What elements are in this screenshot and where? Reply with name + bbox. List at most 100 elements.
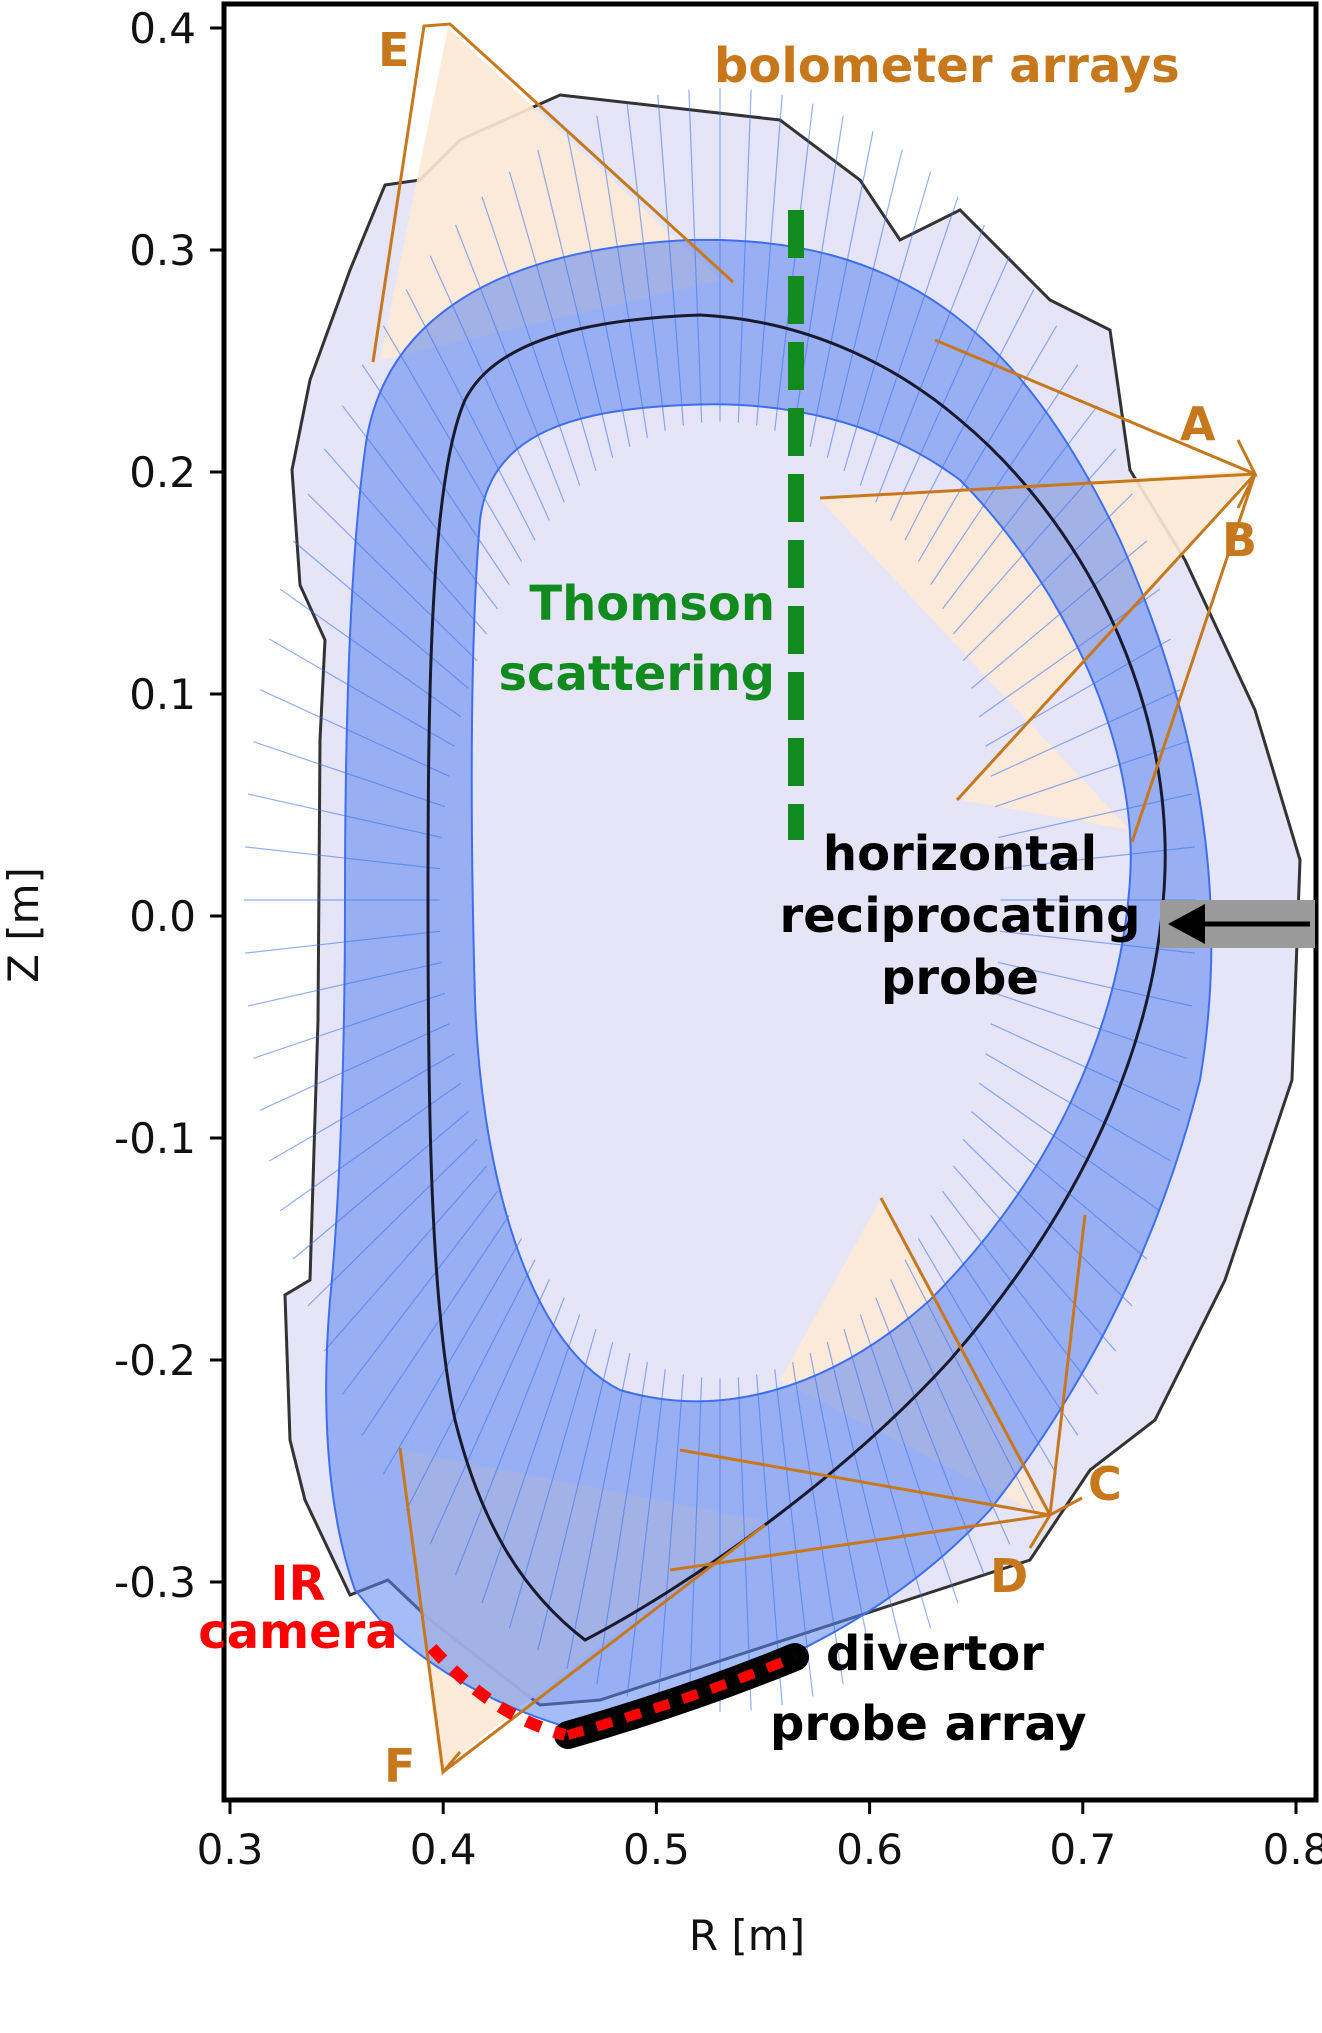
mesh-radial-line [252,741,446,808]
mesh-radial-line [930,1215,1079,1436]
mesh-radial-line [737,89,752,423]
mesh-radial-line [990,1023,1181,1111]
mesh-radial-line [323,1165,488,1352]
x-tick-label: 0.3 [197,1825,264,1874]
mesh-radial-line [247,961,443,1007]
mesh-radial-line [809,130,874,448]
mesh-radial-line [268,638,455,747]
mesh-radial-line [361,364,510,585]
mesh-radial-line [826,149,903,459]
mesh-radial-line [859,196,959,486]
sightline-F [398,1447,766,1776]
divertor-probe-dots [566,1652,797,1740]
mesh-radial-line [259,689,450,777]
mesh-radial-line [244,846,441,870]
x-tick-label: 0.4 [410,1825,477,1874]
bolometer-arrays-label: bolometer arrays [714,38,1180,94]
mesh-radial-line [792,1362,844,1685]
mesh-radial-line [952,1165,1117,1352]
mesh-radial-line [481,1314,581,1604]
y-tick-label: 0.4 [129,4,196,53]
mesh-radial-line [244,930,441,954]
mesh-radial-line [481,196,581,486]
mesh-radial-line [307,1138,478,1307]
mesh-radial-line [596,115,648,438]
mesh-radial-line [382,1238,523,1475]
mesh-radial-line [952,448,1117,635]
sightline-E [371,22,735,363]
bolometer-label-C: C [1088,1457,1122,1511]
mesh-radial-line [890,255,1011,521]
mesh-radial-line [341,1190,498,1395]
sightline-D [669,1448,1053,1572]
ir-camera-label-line2: camera [198,1604,397,1660]
mesh-radial-line [843,1328,932,1629]
bolometer-label-A: A [1180,397,1216,451]
mesh-radial-line [292,1111,469,1260]
hrp-label-line2: reciprocating [780,888,1141,944]
mesh-radial-line [962,1138,1133,1307]
mesh-radial-line [978,1082,1161,1212]
mesh-radial-line [657,94,684,426]
mesh-radial-line [962,493,1133,662]
mesh-radial-line [809,1352,874,1670]
mesh-radial-line [247,793,443,839]
mesh-radial-line [361,1215,510,1436]
bolometer-label-D: D [990,1549,1028,1603]
mesh-radial-line [405,1259,536,1511]
mesh-radial-line [566,1352,631,1670]
mesh-radial-line [971,540,1148,689]
mesh-radial-line [323,448,488,635]
y-tick-label: -0.3 [114,1558,196,1607]
mesh-radial-line [942,1190,1099,1395]
mesh-grid-lines [244,88,1196,1712]
mesh-radial-line [454,224,565,503]
y-tick-label: -0.2 [114,1336,196,1385]
bolometer-sightlines [371,22,1259,1776]
sightline-B [955,472,1257,843]
ir-camera-label-line1: IR [271,1556,326,1612]
mesh-radial-line [990,689,1181,777]
sightline-A [819,338,1259,500]
mesh-radial-line [537,149,614,459]
x-tick-label: 0.8 [1263,1825,1322,1874]
mesh-radial-line [292,540,469,689]
mesh-radial-line [756,94,783,426]
y-tick-label: 0.1 [129,670,196,719]
divertor-label-line2: probe array [770,1696,1087,1752]
mesh-radial-line [999,846,1196,870]
mesh-radial-line [688,89,703,423]
mesh-radial-line [774,1369,814,1697]
mesh-radial-line [997,793,1193,839]
mesh-radial-line [826,1341,903,1651]
hrp-label-line3: probe [881,950,1039,1006]
mesh-radial-line [429,1279,550,1545]
mesh-radial-line [971,1111,1148,1260]
mesh-radial-line [626,103,666,431]
mesh-radial-line [999,930,1196,954]
mesh-radial-line [429,255,550,521]
mesh-radial-line [875,1297,986,1576]
mesh-radial-line [508,171,597,472]
mesh-radial-line [737,1377,752,1711]
thomson-label-line1: Thomson [529,576,775,632]
y-tick-label: -0.1 [114,1114,196,1163]
bolometer-label-B: B [1222,513,1257,567]
mesh-radial-line [268,1053,455,1162]
mesh-radial-line [994,992,1188,1059]
mesh-radial-line [942,405,1099,610]
mesh-radial-line [859,1314,959,1604]
x-tick-label: 0.7 [1049,1825,1116,1874]
separatrix-line [426,313,1167,1642]
axis-ticks [210,26,1298,1814]
mesh-radial-line [454,1297,565,1576]
bolometer-label-F: F [384,1739,415,1793]
mesh-radial-line [252,992,446,1059]
mesh-radial-line [626,1369,666,1697]
mesh-radial-line [997,961,1193,1007]
sightline-C [879,1197,1087,1518]
mesh-radial-line [890,1279,1011,1545]
bolometer-label-E: E [378,23,409,77]
hrp-label-line1: horizontal [823,826,1097,882]
